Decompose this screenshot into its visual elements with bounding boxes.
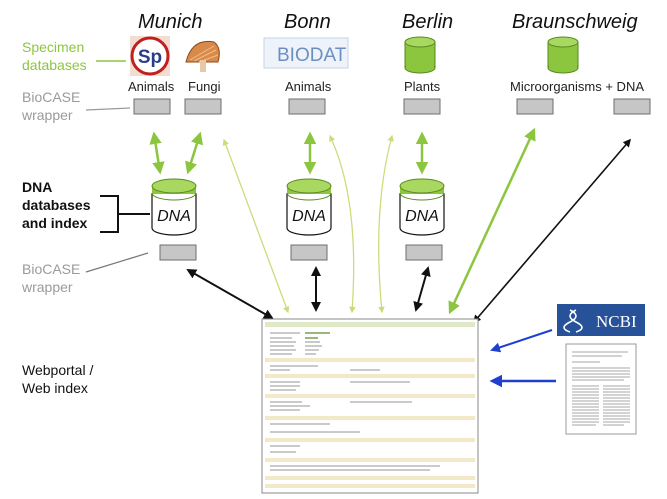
wrapper-box-animals-bonn (288, 98, 326, 115)
link-ncbi-portal (490, 329, 553, 353)
wrapper-box-dna-bonn (290, 244, 328, 261)
wrapper-box-plants (403, 98, 441, 115)
city-braunschweig: Braunschweig (512, 11, 638, 33)
biocase-top-connector (85, 107, 131, 111)
plants-database-icon (404, 36, 436, 74)
ncbi-logo: NCBI (557, 304, 645, 336)
wrapper-box-dna-berlin (405, 244, 443, 261)
city-munich: Munich (138, 11, 202, 33)
link-fungi-dna (185, 131, 203, 175)
dna-database-berlin: DNA (399, 178, 445, 236)
wrapper-box-dna-braunschweig (613, 98, 651, 115)
link-dna-braunschweig-portal (472, 138, 632, 324)
link-animals-bonn-portal (329, 134, 356, 314)
biocase-bottom-label-line2: wrapper (21, 279, 73, 295)
webportal-section-bar-2 (265, 374, 475, 378)
link-dna-munich-portal (186, 269, 274, 319)
label-animals-bonn: Animals (285, 79, 332, 94)
link-microorganisms-portal (448, 127, 536, 315)
specimen-label-line1: Specimen (22, 39, 84, 55)
webportal-label-line1: Webportal / (22, 362, 93, 378)
dna-label-line1: DNA (22, 179, 52, 195)
dna-database-munich: DNA (151, 178, 197, 236)
webportal-section-bar-1 (265, 358, 475, 362)
webportal-section-bar-3 (265, 394, 475, 398)
sp-logo-ring (130, 36, 170, 76)
webportal-label-line2: Web index (22, 380, 88, 396)
link-plants-portal (378, 134, 394, 314)
biodat-logo: BIODAT (263, 37, 349, 69)
wrapper-box-animals-munich (133, 98, 171, 115)
wrapper-box-fungi (184, 98, 222, 115)
webportal-screenshot (261, 318, 479, 494)
webportal-section-bar-4 (265, 416, 475, 420)
label-microorganisms: Microorganisms + DNA (510, 79, 644, 94)
link-fungi-portal (222, 138, 290, 314)
sp-logo-text: Sp (138, 47, 162, 68)
dna-label-munich: DNA (157, 208, 191, 225)
webportal-section-bar-5 (265, 438, 475, 442)
webportal-header-bar (265, 322, 475, 327)
wrapper-box-microorganisms (516, 98, 554, 115)
biocase-bottom-label-line1: BioCASE (22, 261, 80, 277)
biocase-top-label-line2: wrapper (21, 107, 73, 123)
label-fungi: Fungi (188, 79, 221, 94)
biodat-logo-text: BIODAT (277, 45, 347, 66)
dna-database-bonn: DNA (286, 178, 332, 236)
label-animals-munich: Animals (128, 79, 175, 94)
publication-text-lines (572, 351, 630, 426)
link-dna-berlin-portal (413, 266, 431, 312)
microorganisms-database-icon (547, 36, 579, 74)
dna-label-line2: databases (22, 197, 91, 213)
dna-bracket (100, 195, 150, 233)
link-animals-munich-dna (149, 131, 165, 175)
publication-thumbnail (565, 343, 637, 435)
webportal-section-bar-7 (265, 476, 475, 480)
dna-label-bonn: DNA (292, 208, 326, 225)
biocase-top-label-line1: BioCASE (22, 89, 80, 105)
webportal-section-bar-8 (265, 484, 475, 488)
ncbi-logo-text: NCBI (596, 312, 637, 331)
city-bonn: Bonn (284, 11, 331, 33)
label-plants: Plants (404, 79, 441, 94)
sp-logo: Sp (130, 36, 170, 76)
specimen-label-line2: databases (22, 57, 87, 73)
mushroom-icon (185, 40, 220, 72)
city-berlin: Berlin (402, 11, 453, 33)
wrapper-box-dna-munich (159, 244, 197, 261)
biocase-bottom-connector (85, 252, 149, 273)
webportal-section-bar-6 (265, 458, 475, 462)
biodat-logo-background (263, 37, 349, 69)
dna-label-line3: and index (22, 215, 88, 231)
dna-label-berlin: DNA (405, 208, 439, 225)
